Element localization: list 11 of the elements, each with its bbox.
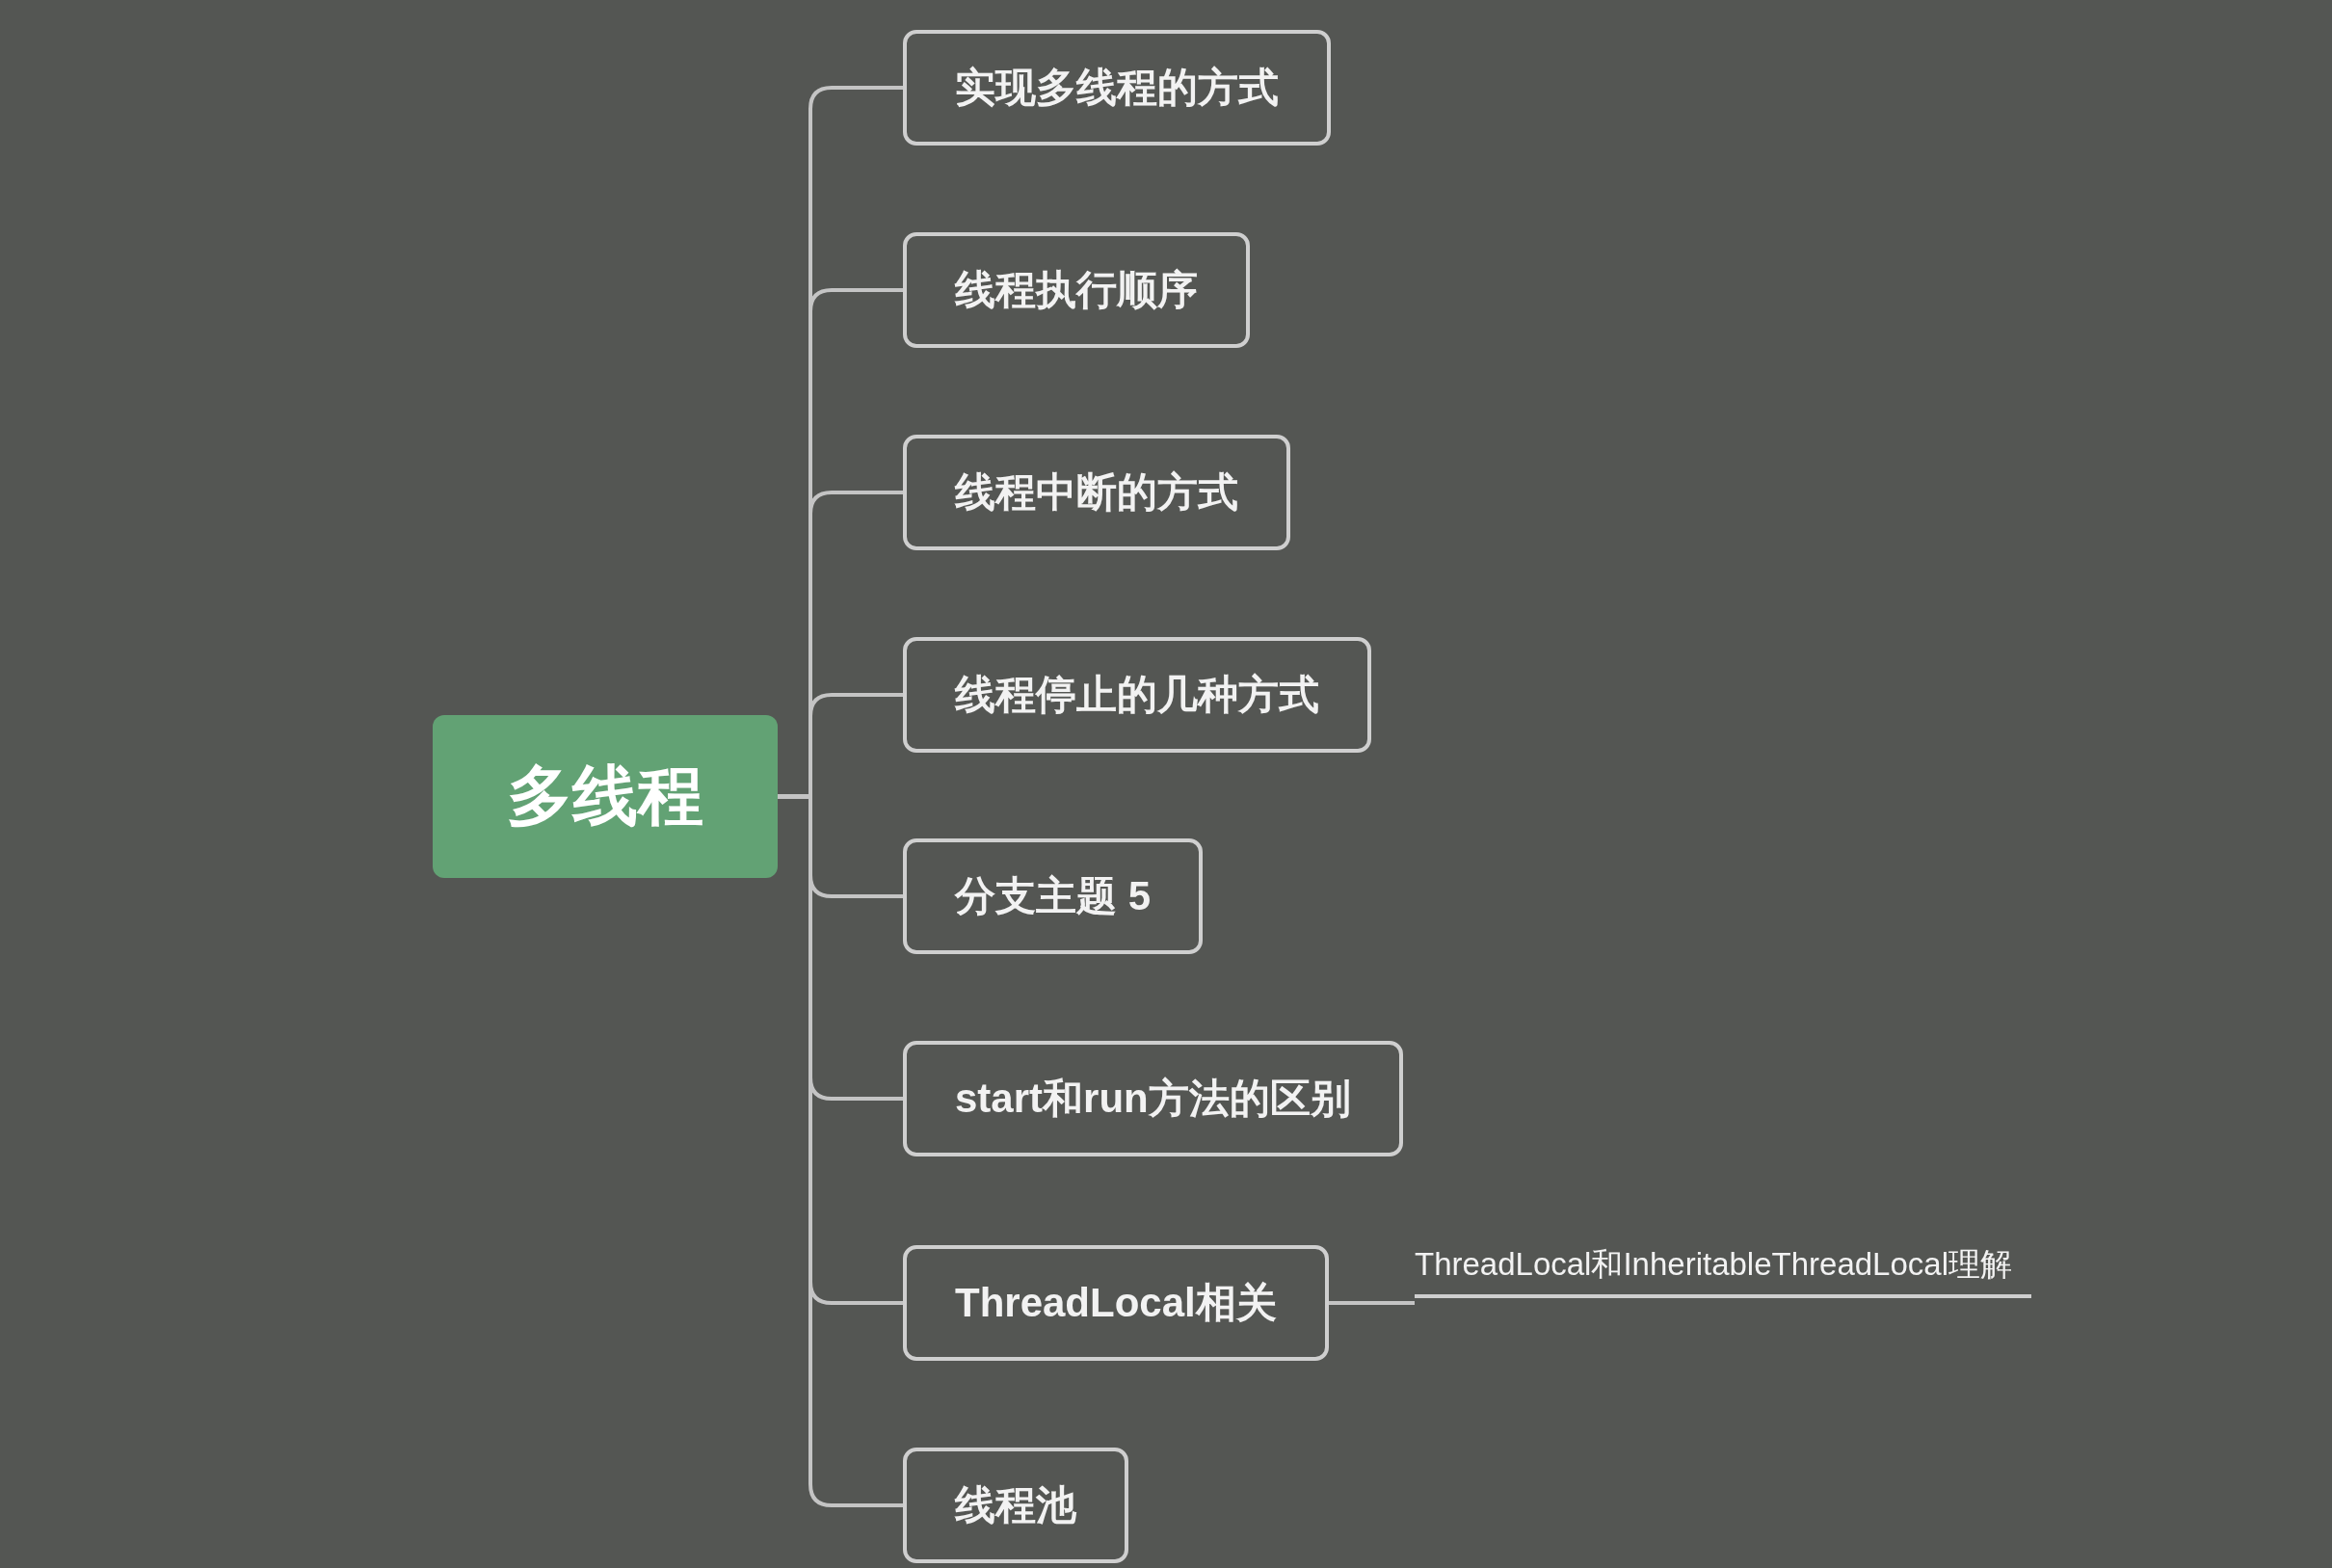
- connector-line: [1328, 1301, 1415, 1305]
- topic-box: 线程停止的几种方式: [903, 637, 1371, 753]
- topic-box: start和run方法的区别: [903, 1041, 1403, 1156]
- topic-box: 线程池: [903, 1448, 1128, 1563]
- topic-box: ThreadLocal相关: [903, 1245, 1329, 1361]
- central-topic-box: 多线程: [433, 715, 778, 878]
- topic-box: 线程中断的方式: [903, 435, 1290, 550]
- topic-box: 线程执行顺序: [903, 232, 1250, 348]
- topic-box: 实现多线程的方式: [903, 30, 1331, 146]
- topic-box: 分支主题 5: [903, 838, 1204, 954]
- subtopic-label: ThreadLocal和InheritableThreadLocal理解: [1415, 1243, 2031, 1298]
